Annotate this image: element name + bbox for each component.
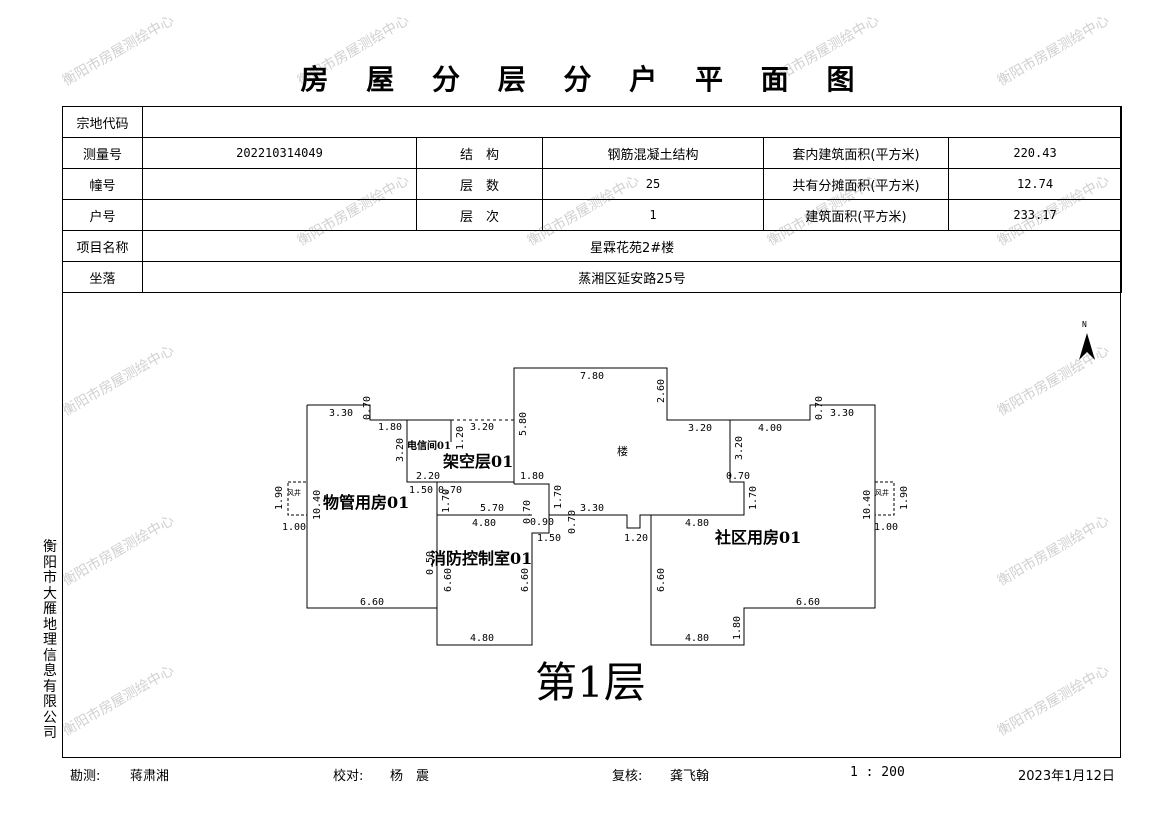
plan-wall [306, 405, 437, 609]
dimension-label: 10.40 [312, 490, 323, 520]
dimension-label: 10.40 [862, 490, 873, 520]
project-label: 项目名称 [62, 230, 143, 262]
north-label: N [1082, 320, 1087, 329]
building-no-value [142, 168, 417, 200]
checker-label: 校对: [333, 769, 364, 784]
build-area-label: 建筑面积(平方米) [763, 199, 949, 231]
dimension-label: 1.90 [274, 486, 285, 510]
shared-area-label: 共有分摊面积(平方米) [763, 168, 949, 200]
info-table: 宗地代码 测量号 202210314049 结 构 钢筋混凝土结构 套内建筑面积… [62, 106, 1123, 293]
dimension-label: 4.80 [685, 633, 709, 644]
table-row: 幢号 层 数 25 共有分摊面积(平方米) 12.74 [62, 168, 1123, 200]
dimension-label: 1.80 [732, 616, 743, 640]
dimension-label: 1.00 [874, 522, 898, 533]
room-label: 架空层01 [442, 452, 513, 471]
unit-no-label: 户号 [62, 199, 143, 231]
dimension-label: 6.60 [520, 568, 531, 592]
well-label: 风井 [287, 488, 301, 497]
dimension-label: 4.80 [685, 518, 709, 529]
well-label: 风井 [875, 488, 889, 497]
dimension-label: 0.70 [814, 396, 825, 420]
surveyor-name: 蒋肃湘 [130, 769, 170, 784]
north-arrow-icon: N [1079, 320, 1095, 360]
dimension-label: 6.60 [443, 568, 454, 592]
dimension-label: 1.80 [520, 471, 544, 482]
table-row: 测量号 202210314049 结 构 钢筋混凝土结构 套内建筑面积(平方米)… [62, 137, 1123, 169]
dimension-label: 4.80 [472, 518, 496, 529]
room-label: 电信间01 [407, 439, 451, 452]
location-value: 蒸湘区延安路25号 [141, 261, 1123, 293]
dimension-label: 6.60 [796, 597, 820, 608]
dimension-label: 6.60 [360, 597, 384, 608]
dimension-label: 2.20 [416, 471, 440, 482]
dimension-label: 5.80 [518, 412, 529, 436]
dimension-label: 0.50 [425, 551, 436, 575]
structure-label: 结 构 [416, 137, 543, 169]
dimension-label: 0.70 [362, 396, 373, 420]
date-label: 2023年1月12日 [1018, 769, 1115, 784]
page-title: 房 屋 分 层 分 户 平 面 图 [300, 63, 869, 96]
dimension-label: 1.70 [441, 489, 452, 513]
dimension-label: 5.70 [480, 503, 504, 514]
dimension-label: 1.80 [378, 422, 402, 433]
plan-wall [307, 404, 452, 442]
dimension-label: 3.30 [329, 408, 353, 419]
room-label: 社区用房01 [714, 528, 801, 547]
dimension-label: 1.70 [748, 486, 759, 510]
dimension-label: 0.70 [438, 485, 462, 496]
floors-value: 25 [542, 168, 764, 200]
inner-area-label: 套内建筑面积(平方米) [763, 137, 949, 169]
dimension-label: 7.80 [580, 371, 604, 382]
dimension-label: 0.70 [726, 471, 750, 482]
dimension-label: 1.70 [553, 485, 564, 509]
dimension-label: 4.80 [470, 633, 494, 644]
table-row: 坐落 蒸湘区延安路25号 [62, 261, 1123, 293]
dimension-label: 1.00 [282, 522, 306, 533]
reviewer-name: 龚飞翰 [670, 769, 710, 784]
dimension-label: 1.50 [537, 533, 561, 544]
dimension-label: 3.20 [734, 436, 745, 460]
table-row: 项目名称 星霖花苑2#楼 [62, 230, 1123, 262]
dimension-label: 3.30 [830, 408, 854, 419]
dimension-label: 1.50 [409, 485, 433, 496]
checker-name: 杨 震 [390, 769, 430, 784]
scale-label: 1 : 200 [850, 765, 905, 780]
dimension-label: 3.20 [688, 423, 712, 434]
dimension-label: 1.90 [899, 486, 910, 510]
room-label: 楼 [617, 444, 628, 458]
dimension-label: 0.70 [522, 500, 533, 524]
air-well-left [287, 481, 308, 516]
table-row: 户号 层 次 1 建筑面积(平方米) 233.17 [62, 199, 1123, 231]
reviewer-label: 复核: [612, 769, 643, 784]
dimension-label: 6.60 [656, 568, 667, 592]
shared-area-value: 12.74 [947, 168, 1123, 200]
survey-no-label: 测量号 [62, 137, 143, 169]
dimension-label: 1.20 [624, 533, 648, 544]
plan-wall [406, 420, 550, 646]
building-no-label: 幢号 [62, 168, 143, 200]
floor-title: 第1层 [535, 658, 646, 707]
dimension-label: 0.90 [530, 517, 554, 528]
location-label: 坐落 [62, 261, 143, 293]
dimension-label: 0.70 [567, 510, 578, 534]
dimension-label: 3.20 [395, 438, 406, 462]
room-label: 消防控制室01 [430, 549, 532, 568]
dimension-label: 3.30 [580, 503, 604, 514]
side-company-name: 衡阳市大雁地理信息有限公司 [43, 539, 57, 741]
plan-wall [549, 514, 651, 529]
dimension-label: 4.00 [758, 423, 782, 434]
surveyor-label: 勘测: [70, 769, 101, 784]
dimension-label: 3.20 [470, 422, 494, 433]
dimension-label: 2.60 [656, 379, 667, 403]
inner-area-value: 220.43 [947, 137, 1123, 169]
room-label: 物管用房01 [323, 493, 409, 512]
air-well-right [874, 481, 895, 516]
dimension-label: 1.20 [455, 426, 466, 450]
build-area-value: 233.17 [947, 199, 1123, 231]
